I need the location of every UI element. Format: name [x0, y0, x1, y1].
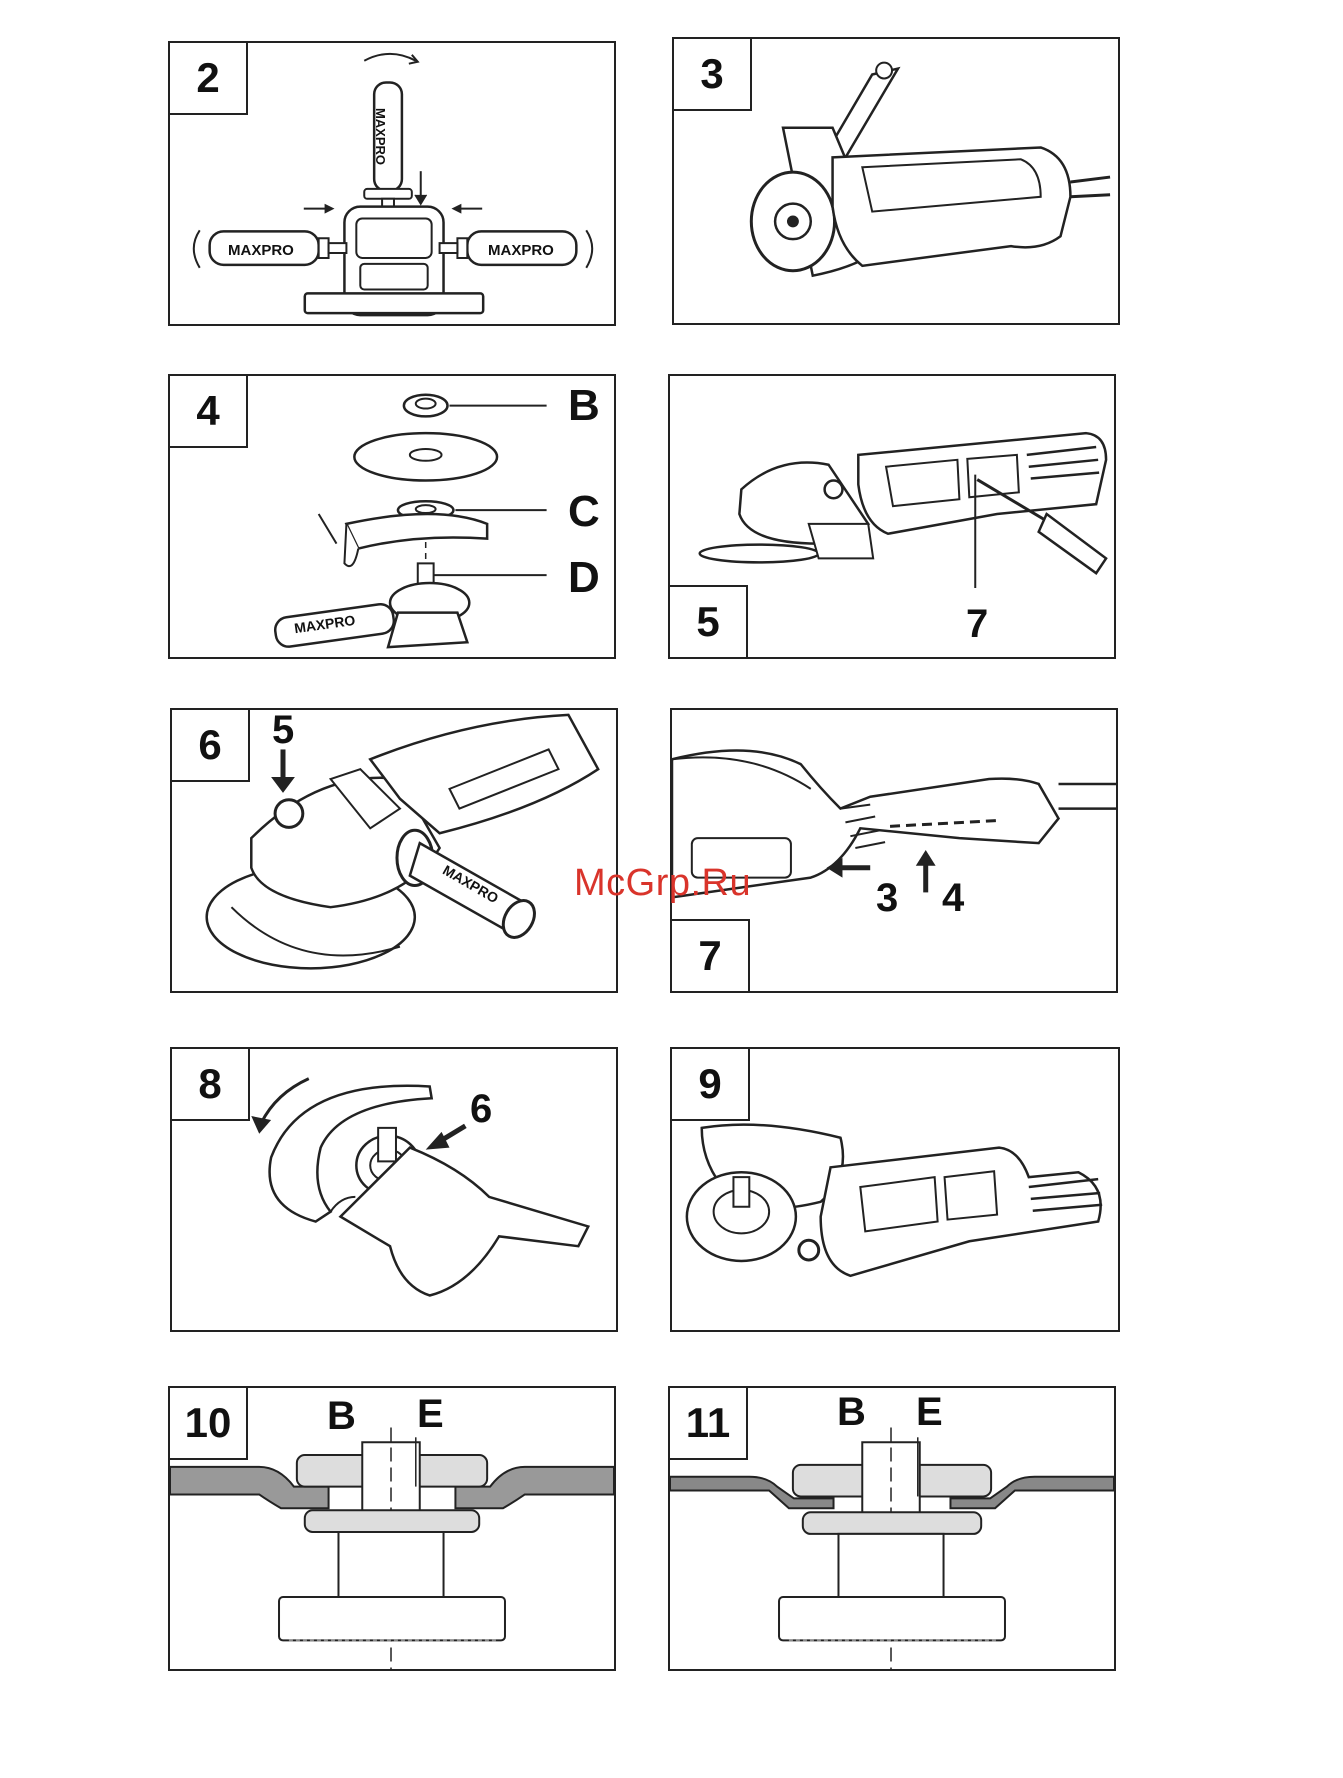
brand-label-left: MAXPRO: [228, 242, 294, 259]
figure-10-illustration: [170, 1388, 614, 1669]
part-label-3: 3: [876, 878, 898, 918]
part-label-e: E: [417, 1394, 444, 1434]
part-label-b: B: [837, 1392, 866, 1432]
screwdriver: [1039, 514, 1106, 573]
figure-10: 10 B E: [168, 1386, 616, 1671]
brand-label-top: MAXPRO: [373, 108, 388, 165]
rotate-arrow-icon: [364, 54, 416, 61]
part-label-b: B: [568, 384, 600, 428]
part-label-e: E: [916, 1392, 943, 1432]
part-label-6: 6: [470, 1089, 492, 1129]
brand-label-right: MAXPRO: [488, 242, 554, 259]
part-label-c: C: [568, 490, 600, 534]
rotate-arrow-icon: [194, 230, 200, 267]
part-label-b: B: [327, 1396, 356, 1436]
figure-7: 7 3 4: [670, 708, 1118, 993]
part-label-d: D: [568, 556, 600, 600]
disc: [305, 293, 483, 313]
figure-9-illustration: [672, 1049, 1118, 1330]
support-flange-section: [305, 1510, 479, 1532]
figure-6-illustration: [172, 710, 616, 991]
figure-5: 5 7: [668, 374, 1116, 659]
support-flange-section: [803, 1512, 981, 1534]
figure-8: 8 6: [170, 1047, 618, 1332]
grinding-disc: [700, 545, 819, 563]
figure-4-illustration: [170, 376, 614, 657]
spindle-lock-button: [275, 800, 303, 828]
figure-11-illustration: [670, 1388, 1114, 1669]
part-label-7: 7: [966, 604, 988, 644]
figure-3: 3: [672, 37, 1120, 325]
figure-7-illustration: [672, 710, 1116, 991]
figure-6: 6 5 MAXPRO: [170, 708, 618, 993]
watermark: McGrp.Ru: [574, 862, 751, 905]
figure-9: 9: [670, 1047, 1120, 1332]
figure-3-illustration: [674, 39, 1118, 323]
rotate-arrow-icon: [586, 230, 592, 267]
figure-4: 4 B C D MAXPRO: [168, 374, 616, 659]
wheel-guard: [346, 514, 487, 549]
figure-2-illustration: [170, 43, 614, 324]
part-label-5: 5: [272, 710, 294, 750]
figure-5-illustration: [670, 376, 1114, 657]
figure-2: 2 MAXPRO MAXPRO MAXPRO: [168, 41, 616, 326]
figure-11: 11 B E: [668, 1386, 1116, 1671]
figure-8-illustration: [172, 1049, 616, 1330]
part-label-4: 4: [942, 878, 964, 918]
